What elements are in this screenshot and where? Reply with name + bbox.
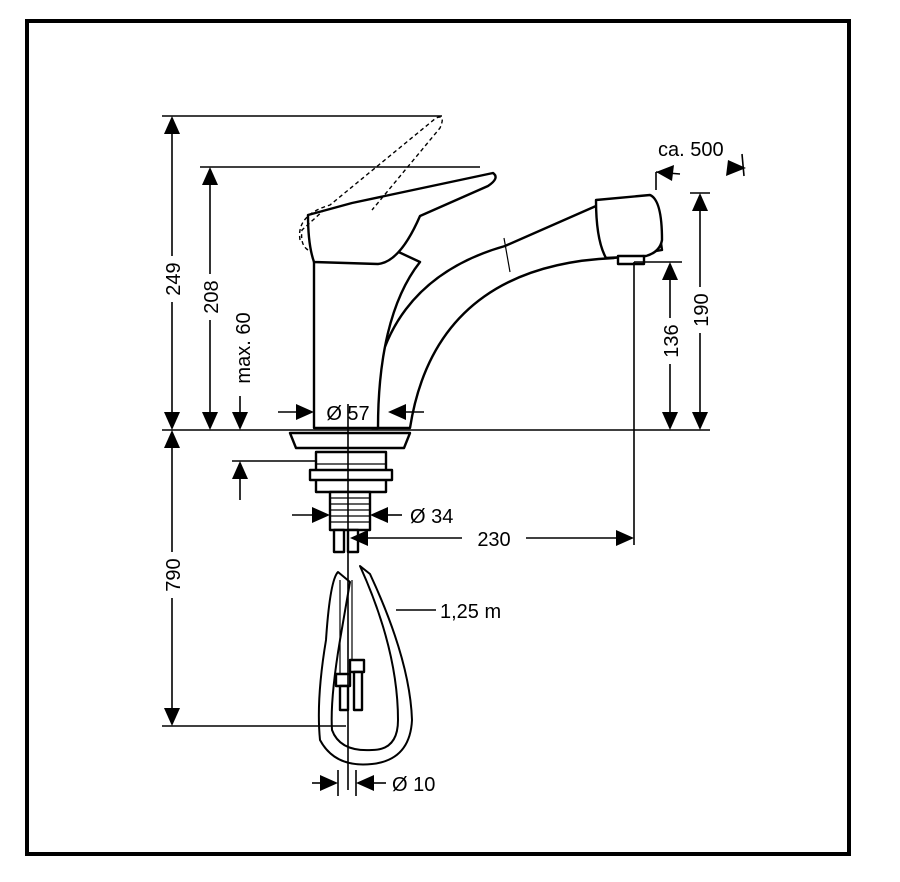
lever-handle	[306, 171, 497, 266]
dimension-190: 190	[688, 193, 713, 430]
dimension-208: 208	[198, 167, 223, 430]
dimension-diameter-57: Ø 57	[278, 403, 424, 425]
drawing-frame	[25, 19, 851, 856]
dimension-230: 230	[350, 529, 634, 551]
label-pullout-length: ca. 500	[658, 139, 724, 161]
dimension-diameter-34: Ø 34	[292, 506, 453, 528]
label-max-thickness: max. 60	[233, 312, 255, 383]
label-spout-reach: 230	[477, 529, 510, 551]
supply-pipe	[332, 528, 346, 554]
label-base-diameter: Ø 57	[326, 403, 369, 425]
label-lever-height: 208	[201, 280, 223, 313]
dimension-hose-length: 1,25 m	[396, 601, 501, 623]
label-total-height: 249	[163, 262, 185, 295]
label-shank-diameter: Ø 34	[410, 506, 453, 528]
base-plate	[288, 431, 412, 450]
label-outlet-height: 136	[661, 324, 683, 357]
dimension-diameter-10: Ø 10	[312, 770, 435, 796]
label-hose-diameter: Ø 10	[392, 774, 435, 796]
dimension-pullout: ca. 500	[655, 139, 746, 190]
body-column	[312, 246, 422, 430]
spray-head	[594, 193, 664, 260]
dimension-max-60: max. 60	[232, 312, 255, 500]
spout	[370, 198, 664, 430]
aerator	[616, 254, 646, 266]
dimension-136: 136	[658, 262, 683, 430]
label-hose-depth: 790	[163, 558, 185, 591]
dimension-249: 249	[160, 116, 185, 430]
extension-lines	[162, 115, 710, 790]
faucet-body	[288, 116, 664, 766]
dimension-790: 790	[160, 430, 185, 726]
lever-lifted-outline	[298, 116, 443, 241]
label-spout-height: 190	[691, 293, 713, 326]
label-hose-length: 1,25 m	[440, 601, 501, 623]
pullout-hose	[317, 565, 413, 766]
